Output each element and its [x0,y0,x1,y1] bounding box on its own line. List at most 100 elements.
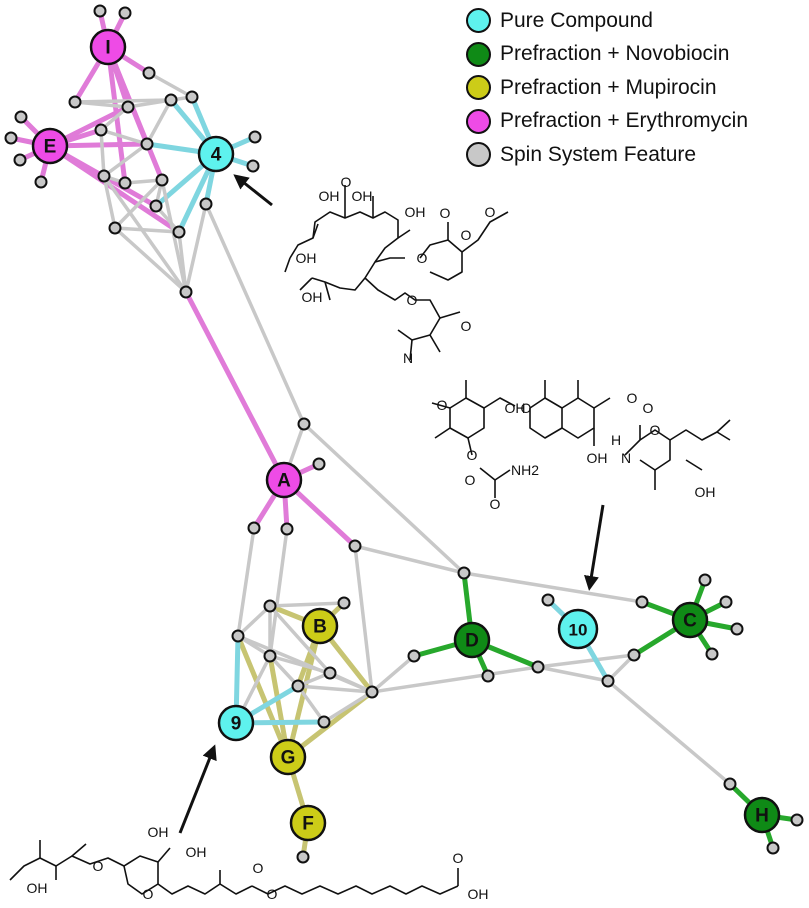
spin-system-node [172,225,186,239]
network-edge [73,98,173,104]
spin-system-node [719,595,733,609]
node-d [453,621,491,659]
network-edge [113,178,164,230]
network-edge [204,202,306,426]
spin-system-node [247,521,261,535]
network-edge [370,665,540,694]
spin-system-node [34,175,48,189]
spin-system-node [297,417,311,431]
node-label: I [105,38,110,59]
atom-label: OH [319,188,340,204]
node-label: C [683,611,697,632]
node-f [289,804,327,842]
atom-label: O [437,397,448,413]
atom-label: O [341,174,352,190]
network-edge [126,98,173,109]
legend-swatch [466,41,491,67]
spin-system-node [118,176,132,190]
atom-label: O [417,250,428,266]
node-h [743,796,781,834]
node-e [31,127,69,165]
spin-system-node [601,674,615,688]
spin-system-node [280,522,294,536]
network-edge [184,202,208,294]
spin-system-node [246,159,260,173]
atom-label: O [627,390,638,406]
atom-label: OH [186,844,207,860]
legend-item-novobiocin: Prefraction + Novobiocin [466,38,748,72]
node-9 [217,704,255,742]
spin-system-node [118,6,132,20]
spin-system-node [627,648,641,662]
network-edge [235,633,291,760]
spin-system-node [68,95,82,109]
legend-swatch [466,8,491,34]
atom-label: OH [505,400,526,416]
atom-label: O [440,205,451,221]
spin-system-node [263,649,277,663]
atom-label: OH [352,188,373,204]
spin-system-node [13,153,27,167]
legend-item-spin: Spin System Feature [466,138,748,172]
spin-system-node [365,685,379,699]
node-label: D [465,631,479,652]
atom-label: O [650,422,661,438]
legend-label: Pure Compound [500,8,653,32]
spin-system-node [705,647,719,661]
legend: Pure Compound Prefraction + Novobiocin P… [466,4,748,172]
network-edge [353,544,466,575]
spin-system-node [723,777,737,791]
spin-system-node [155,173,169,187]
network-edge [147,71,194,99]
spin-system-node [790,813,804,827]
spin-system-node [93,4,107,18]
network-edge [302,422,466,575]
network-edge [353,544,374,694]
atom-label: OH [27,880,48,896]
spin-system-node [231,629,245,643]
node-4 [197,135,235,173]
atom-label: O [253,860,264,876]
node-label: G [281,748,296,769]
spin-system-node [142,66,156,80]
node-label: 10 [569,621,588,640]
atom-label: OH [405,204,426,220]
spin-system-node [730,622,744,636]
spin-system-node [248,130,262,144]
legend-swatch [466,108,491,134]
spin-system-node [457,566,471,580]
spin-system-node [296,850,310,864]
spin-system-node [263,599,277,613]
legend-item-erythromycin: Prefraction + Erythromycin [466,105,748,139]
network-edge [536,665,610,683]
spin-system-node [312,457,326,471]
spin-system-node [698,573,712,587]
network-edge [99,128,149,146]
atom-label: N [621,450,631,466]
network-edge [536,653,636,669]
spin-system-node [317,715,331,729]
atom-label: OH [296,250,317,266]
spin-system-node [541,593,555,607]
atom-label: O [485,204,496,220]
network-edge [296,684,326,724]
pointer-arrow [178,744,217,834]
network-edge [99,128,106,178]
spin-system-node [199,197,213,211]
spin-system-node [94,123,108,137]
network-edge [236,526,256,638]
spin-system-node [323,666,337,680]
legend-label: Prefraction + Mupirocin [500,75,717,99]
node-10 [557,608,599,650]
spin-system-node [337,596,351,610]
network-edge [296,684,374,694]
network-edge [113,226,181,234]
spin-system-node [407,649,421,663]
network-edge [102,174,188,294]
